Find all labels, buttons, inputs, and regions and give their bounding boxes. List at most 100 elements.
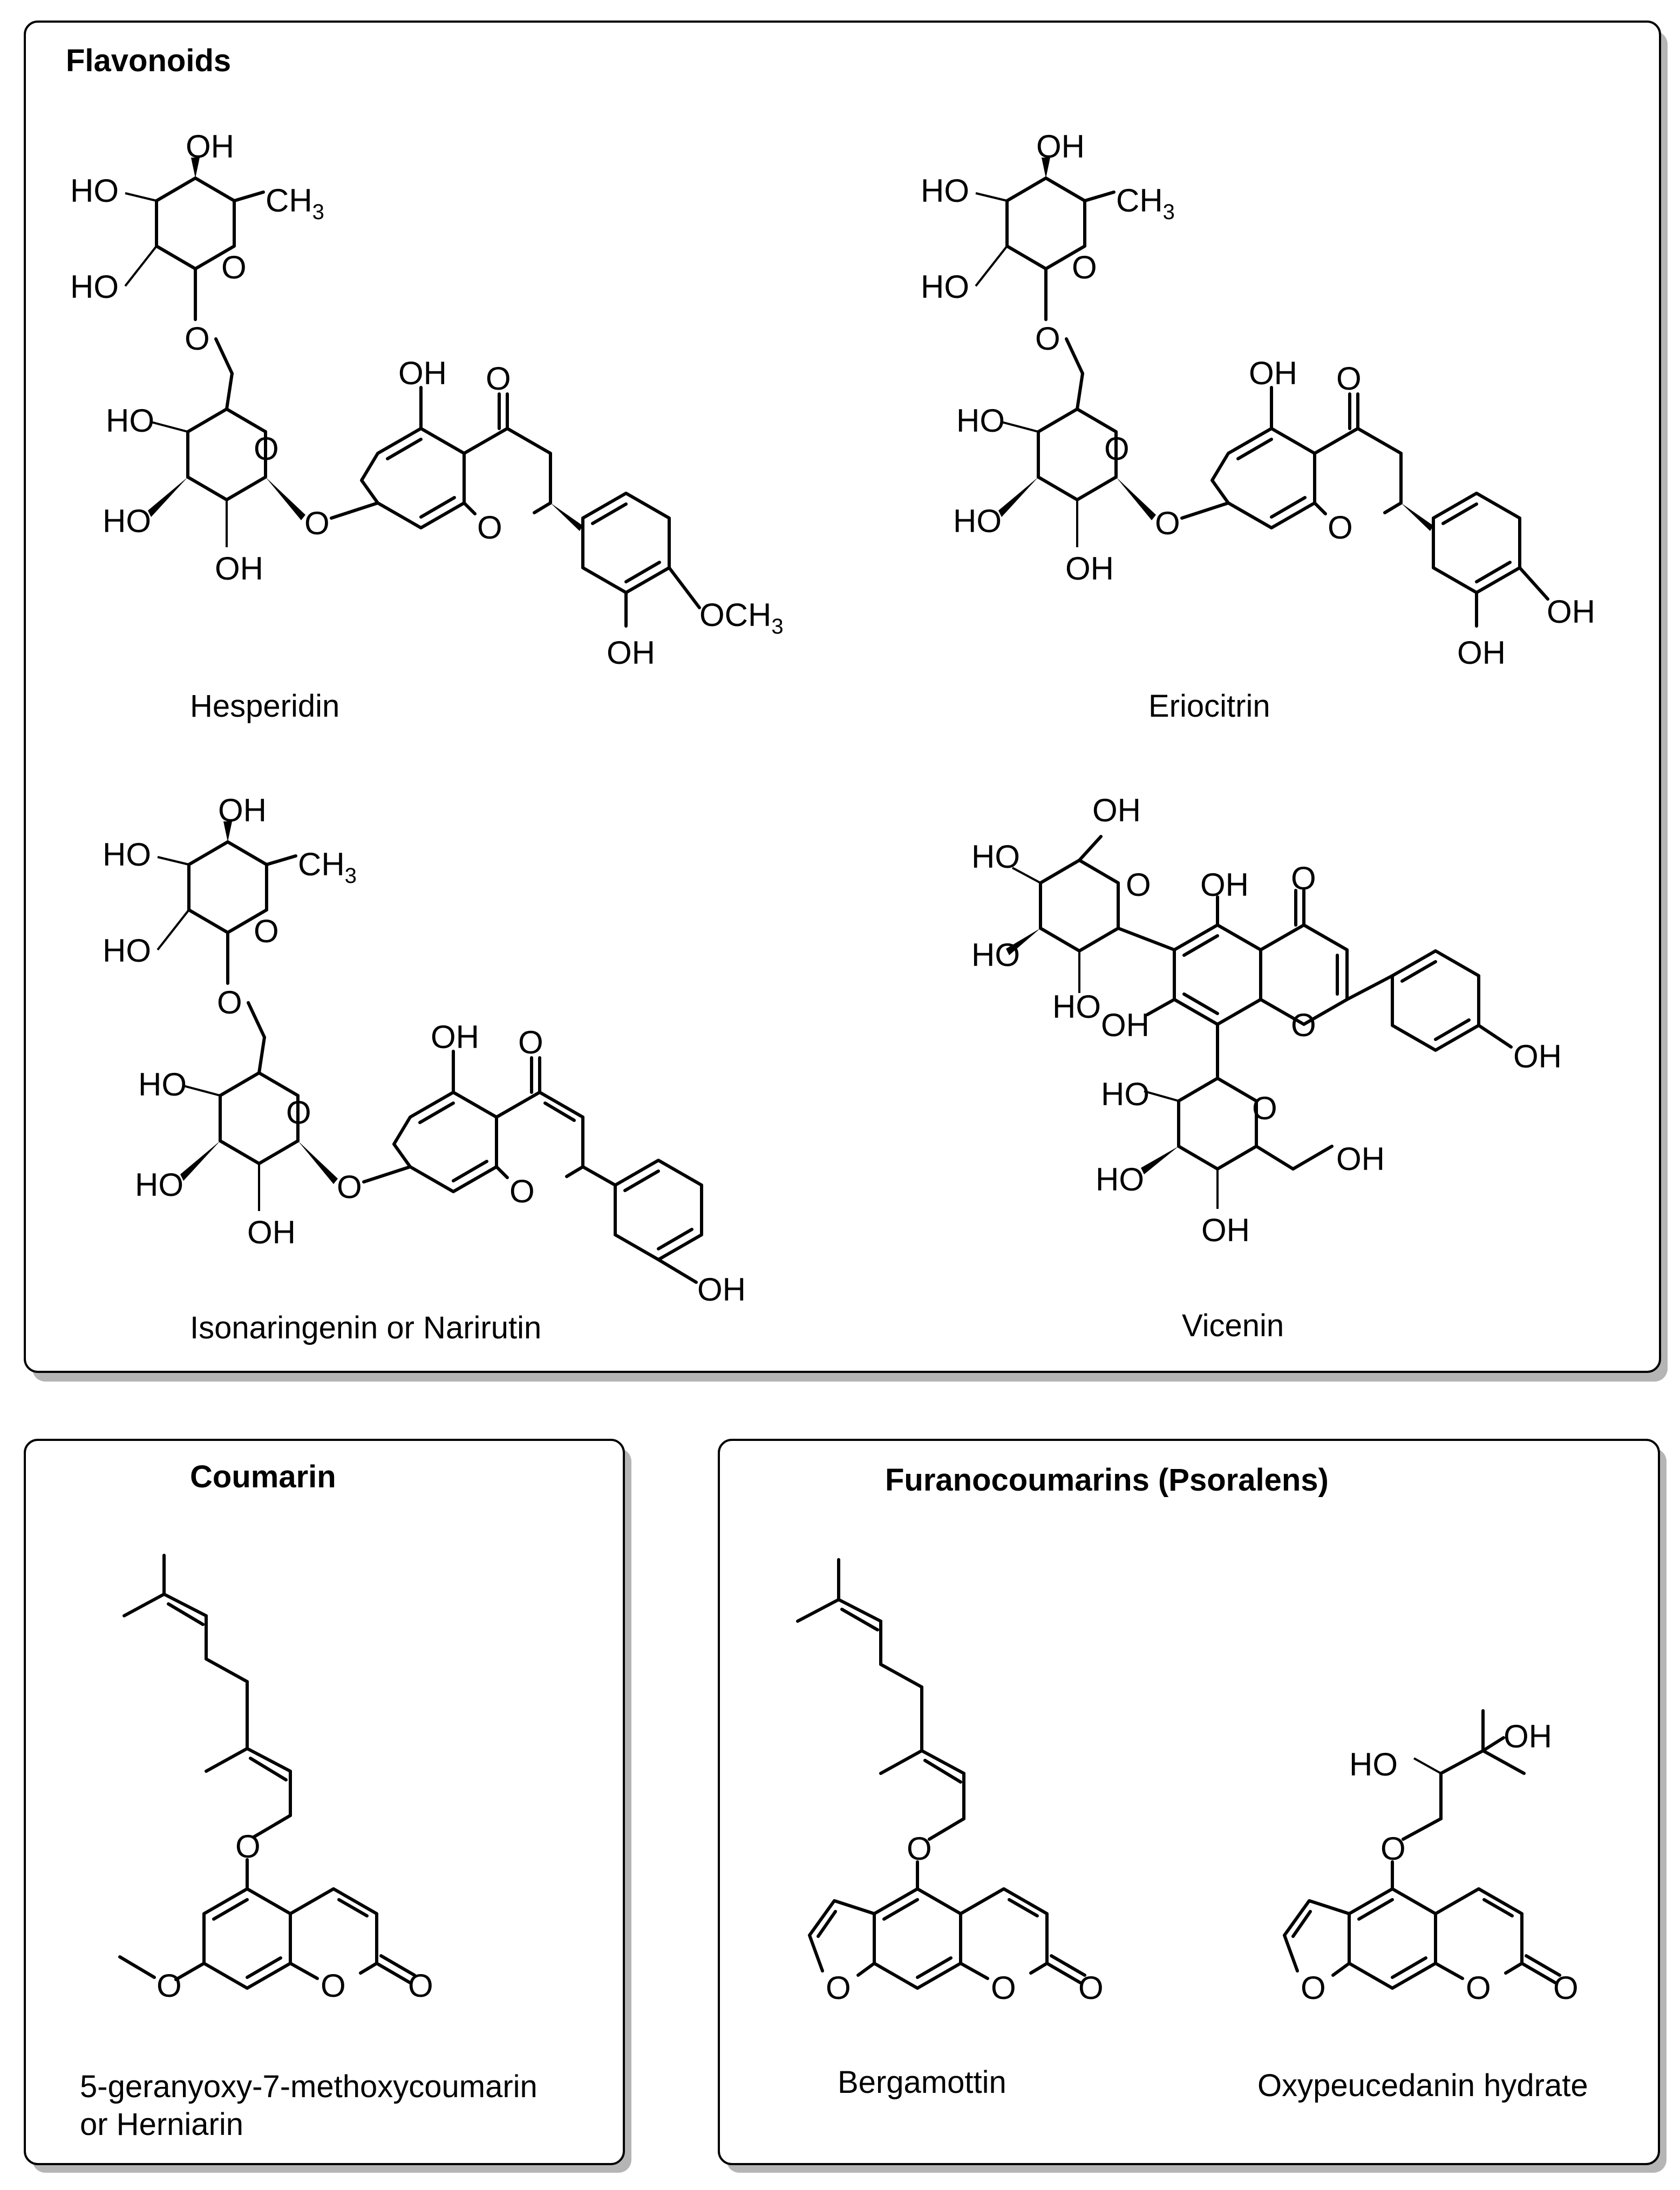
- oxypeucedanin-furan-o-label: O: [1301, 1970, 1326, 2006]
- hesperidin-flavanone-core: [330, 386, 701, 628]
- coumarin-heading: Coumarin: [190, 1459, 336, 1494]
- eriocitrin-linker-o-label: O: [1035, 321, 1060, 357]
- hesperidin-ho-label: HO: [103, 503, 151, 539]
- narirutin-ho-label: HO: [103, 933, 151, 969]
- hesperidin-methoxy-label: OCH3: [699, 597, 784, 638]
- vicenin-oh-label: OH: [1101, 1007, 1150, 1043]
- hesperidin-linker-o-label: O: [185, 321, 210, 357]
- vicenin-lower-sugar: [1141, 1056, 1334, 1209]
- vicenin-upper-sugar: [1006, 835, 1176, 993]
- eriocitrin-oh-label: OH: [1547, 594, 1595, 630]
- hesperidin-oh-label: OH: [398, 355, 447, 391]
- bergamottin-structure: O O O O: [796, 1558, 1104, 2006]
- vicenin-ring-o-label: O: [1291, 1007, 1316, 1043]
- eriocitrin-oh-label: OH: [1249, 355, 1297, 391]
- eriocitrin-ring-o-label: O: [1072, 249, 1097, 285]
- oxypeucedanin-ether-o-label: O: [1380, 1831, 1406, 1867]
- eriocitrin-structure: OH HO CH3 O HO O HO O HO OH O OH O O OH …: [921, 128, 1595, 671]
- hesperidin-ring-o-label: O: [254, 431, 279, 467]
- hesperidin-ho-label: HO: [70, 173, 119, 209]
- flavonoids-panel: Flavonoids: [24, 21, 1668, 1382]
- hesperidin-ring-o-label: O: [221, 249, 247, 285]
- furanocoumarins-panel: Furanocoumarins (Psoralens): [718, 1439, 1667, 2173]
- vicenin-ho-label: HO: [1096, 1161, 1144, 1198]
- oxypeucedanin-ho-label: HO: [1349, 1746, 1398, 1783]
- eriocitrin-name: Eriocitrin: [1148, 689, 1270, 724]
- bergamottin-ring-o-label: O: [991, 1970, 1016, 2006]
- vicenin-oh-label: OH: [1336, 1141, 1385, 1177]
- vicenin-carbonyl-o-label: O: [1291, 860, 1316, 896]
- narirutin-methyl-label: CH3: [298, 846, 357, 888]
- narirutin-ho-label: HO: [138, 1066, 187, 1103]
- eriocitrin-ho-label: HO: [921, 173, 969, 209]
- oxypeucedanin-side-chain: [1391, 1709, 1526, 1890]
- vicenin-oh-label: OH: [1092, 792, 1141, 828]
- narirutin-structure: OH HO CH3 O HO O HO O HO OH O OH O O OH: [103, 792, 746, 1308]
- vicenin-oh-label: OH: [1200, 867, 1249, 903]
- bergamottin-furan-o-label: O: [826, 1970, 851, 2006]
- herniarin-carbonyl-o-label: O: [408, 1968, 433, 2004]
- bergamottin-geranyl-chain: [796, 1558, 965, 1890]
- hesperidin-oh-label: OH: [186, 128, 234, 165]
- hesperidin-ho-label: HO: [70, 269, 119, 305]
- furanocoumarins-heading: Furanocoumarins (Psoralens): [885, 1463, 1329, 1498]
- narirutin-ring-o-label: O: [286, 1094, 311, 1131]
- hesperidin-oh-label: OH: [607, 635, 655, 671]
- vicenin-name: Vicenin: [1182, 1308, 1284, 1343]
- eriocitrin-ho-label: HO: [921, 269, 969, 305]
- hesperidin-rhamnose-ring: [124, 158, 265, 375]
- hesperidin-methyl-label: CH3: [266, 182, 324, 224]
- herniarin-name-line1: 5-geranyoxy-7-methoxycoumarin: [80, 2069, 538, 2104]
- oxypeucedanin-hydrate-structure: HO OH O O O O: [1283, 1709, 1579, 2006]
- hesperidin-oh-label: OH: [215, 550, 263, 587]
- vicenin-ho-label: HO: [971, 839, 1020, 875]
- hesperidin-name: Hesperidin: [190, 689, 339, 724]
- narirutin-glycoside-o-label: O: [337, 1169, 362, 1205]
- narirutin-oh-label: OH: [431, 1019, 479, 1055]
- hesperidin-glucose-ring: [148, 372, 305, 547]
- narirutin-ho-label: HO: [135, 1167, 183, 1203]
- narirutin-ring-o-label: O: [509, 1173, 535, 1209]
- bergamottin-ether-o-label: O: [907, 1831, 932, 1867]
- vicenin-ho-label: HO: [1052, 989, 1101, 1025]
- herniarin-ring-o-label: O: [321, 1968, 346, 2004]
- herniarin-geranyl-chain: [123, 1554, 292, 1890]
- oxypeucedanin-psoralen-core: [1283, 1887, 1561, 1990]
- vicenin-ring-o-label: O: [1252, 1090, 1277, 1126]
- narirutin-ho-label: HO: [103, 836, 151, 873]
- coumarin-panel: Coumarin: [24, 1439, 631, 2173]
- oxypeucedanin-ring-o-label: O: [1466, 1970, 1491, 2006]
- eriocitrin-oh-label: OH: [1457, 635, 1506, 671]
- herniarin-name-line2: or Herniarin: [80, 2107, 243, 2142]
- bergamottin-psoralen-core: [808, 1887, 1086, 1990]
- vicenin-oh-label: OH: [1513, 1038, 1562, 1074]
- narirutin-oh-label: OH: [247, 1214, 296, 1250]
- hesperidin-ho-label: HO: [106, 403, 154, 439]
- narirutin-oh-label: OH: [218, 792, 267, 828]
- oxypeucedanin-carbonyl-o-label: O: [1553, 1970, 1579, 2006]
- eriocitrin-oh-label: OH: [1065, 550, 1114, 587]
- hesperidin-structure: OH HO CH3 O HO O HO O HO OH O: [70, 128, 784, 671]
- oxypeucedanin-oh-label: OH: [1504, 1718, 1552, 1754]
- eriocitrin-oh-label: OH: [1036, 128, 1085, 165]
- vicenin-ho-label: HO: [971, 937, 1020, 973]
- vicenin-oh-label: OH: [1201, 1212, 1250, 1248]
- herniarin-coumarin-core: [118, 1887, 416, 1990]
- vicenin-ring-o-label: O: [1126, 867, 1151, 903]
- narirutin-ring-o-label: O: [254, 913, 279, 949]
- eriocitrin-methyl-label: CH3: [1116, 182, 1175, 224]
- eriocitrin-ring-o-label: O: [1328, 509, 1353, 546]
- narirutin-oh-label: OH: [697, 1271, 746, 1308]
- flavonoids-heading: Flavonoids: [66, 43, 231, 78]
- hesperidin-ring-o-label: O: [477, 509, 502, 546]
- hesperidin-glycoside-o-label: O: [304, 505, 330, 541]
- herniarin-methoxy-o-label: O: [157, 1968, 182, 2004]
- eriocitrin-carbonyl-o-label: O: [1336, 361, 1362, 397]
- narirutin-carbonyl-o-label: O: [518, 1024, 543, 1060]
- eriocitrin-ring-o-label: O: [1104, 431, 1130, 467]
- eriocitrin-ho-label: HO: [953, 503, 1002, 539]
- vicenin-flavone-core: [1146, 889, 1513, 1059]
- eriocitrin-ho-label: HO: [956, 403, 1005, 439]
